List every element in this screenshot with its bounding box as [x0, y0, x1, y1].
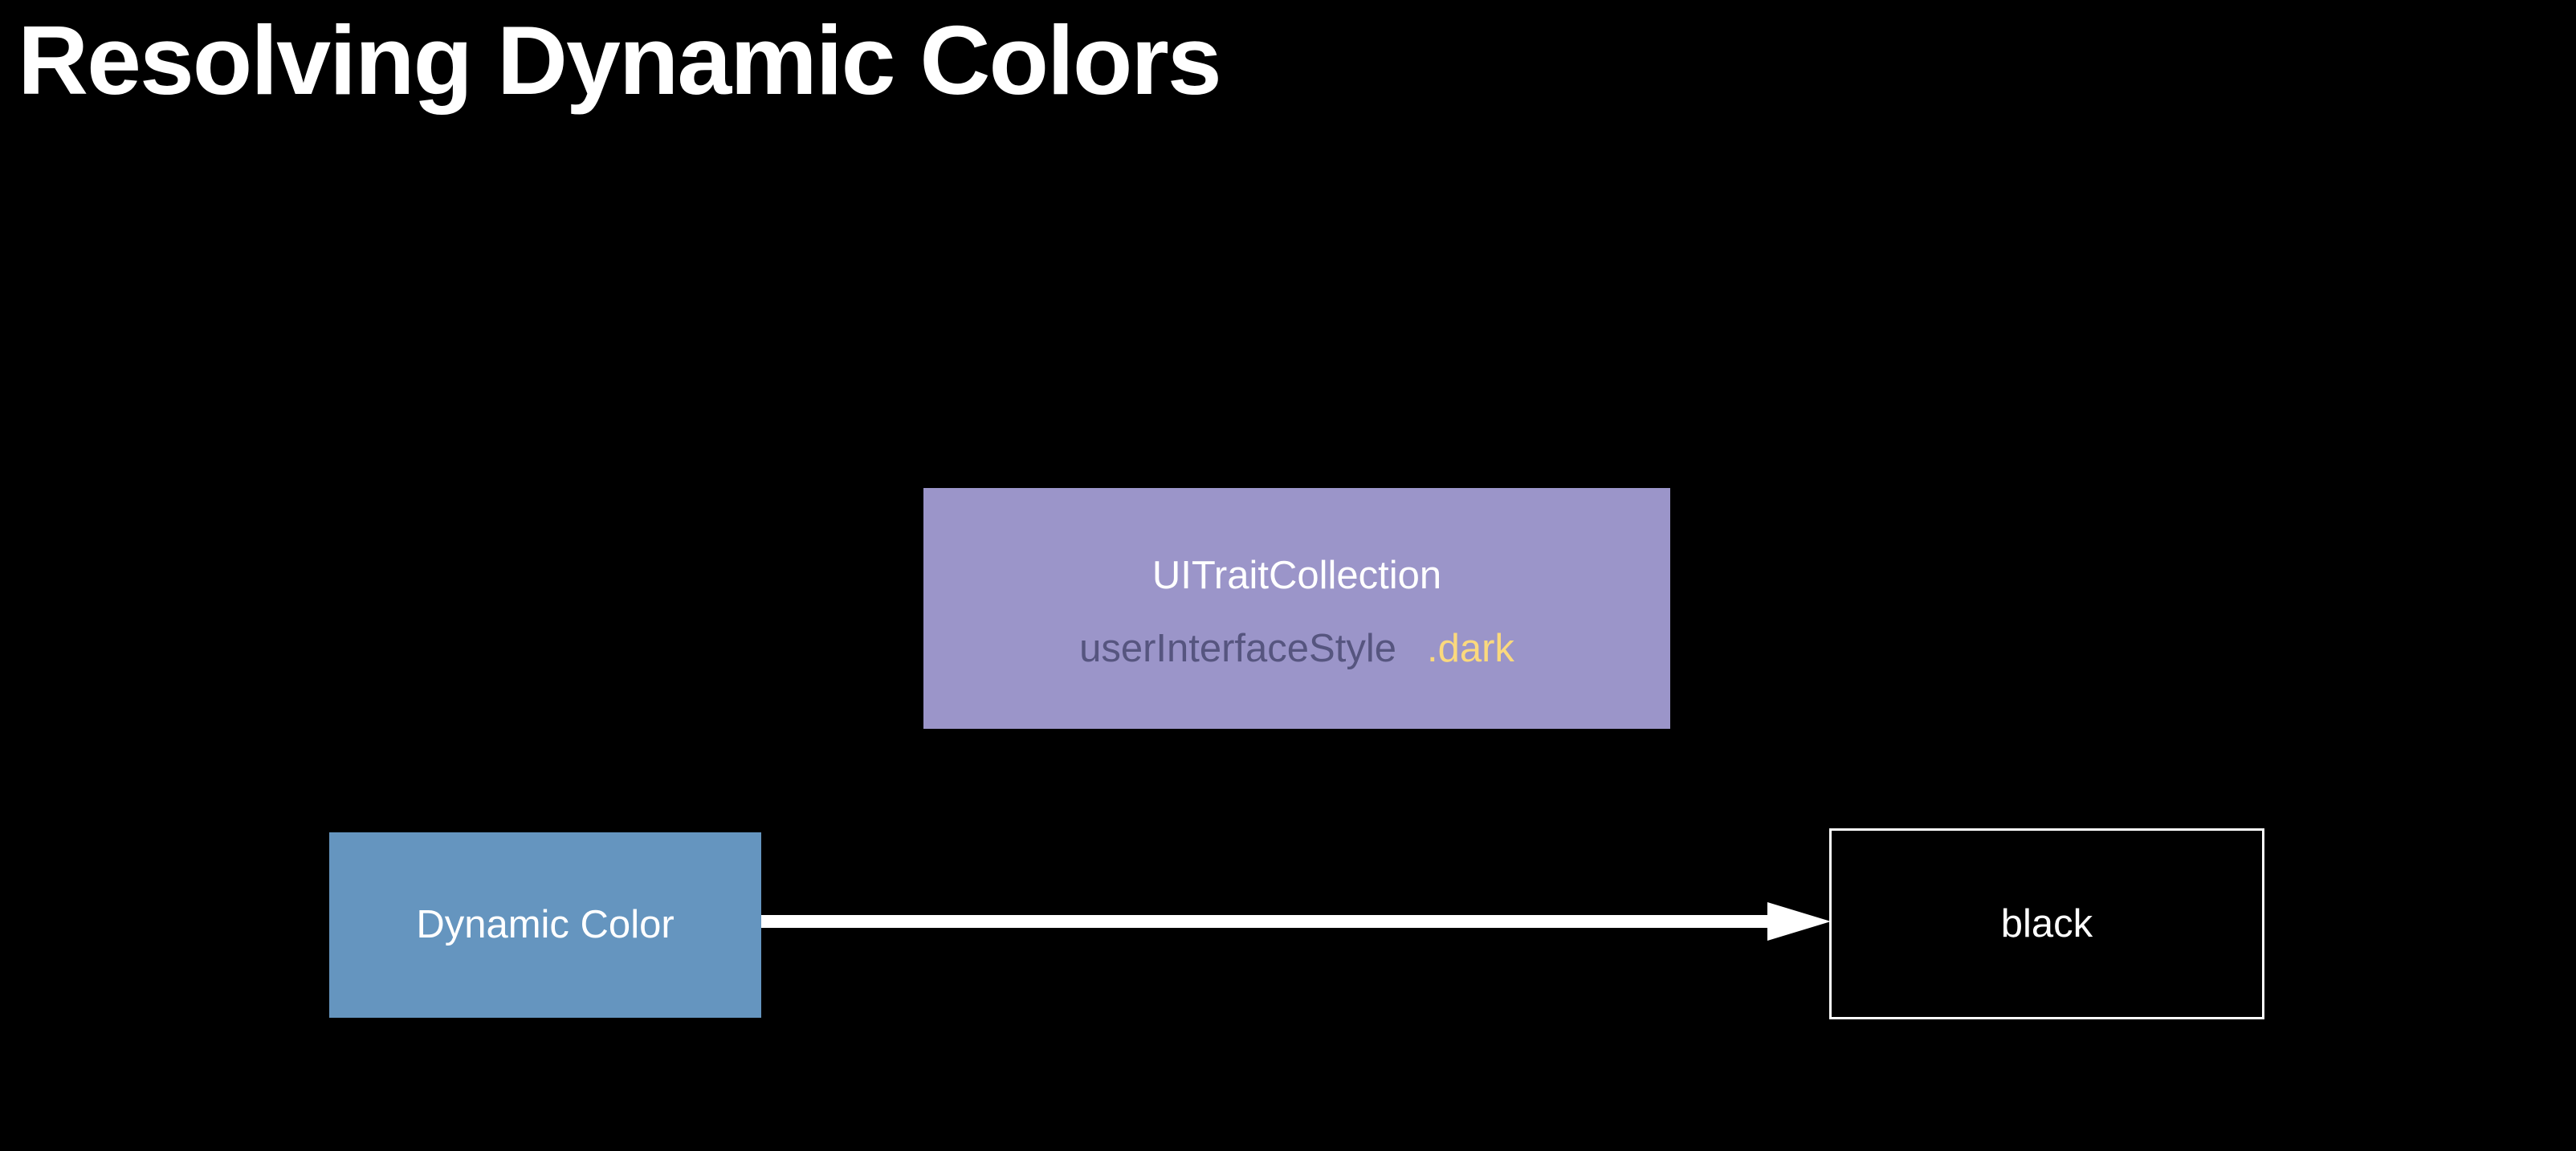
trait-attribute-row: userInterfaceStyle .dark — [1079, 629, 1514, 669]
dynamic-color-label: Dynamic Color — [416, 903, 675, 946]
resolved-color-node: black — [1829, 828, 2264, 1019]
trait-attribute-key: userInterfaceStyle — [1079, 627, 1396, 670]
resolved-color-label: black — [2000, 901, 2093, 946]
trait-collection-title: UITraitCollection — [1151, 554, 1442, 597]
trait-collection-node: UITraitCollection userInterfaceStyle .da… — [923, 488, 1670, 729]
resolve-arrow-icon — [761, 902, 1831, 941]
page-title: Resolving Dynamic Colors — [18, 6, 1222, 115]
dynamic-color-node: Dynamic Color — [329, 832, 761, 1018]
trait-attribute-value: .dark — [1426, 627, 1514, 670]
